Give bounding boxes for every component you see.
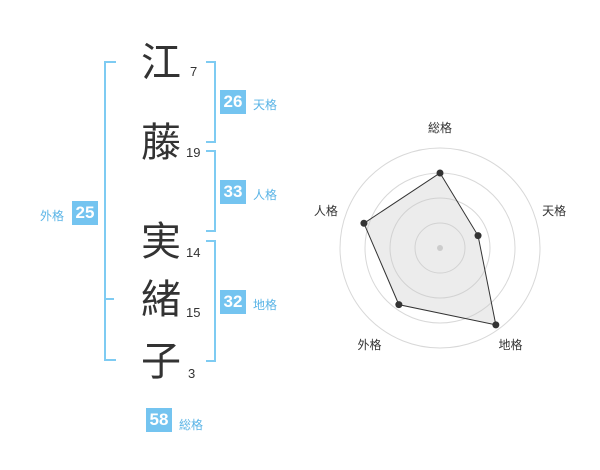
name-char-2: 藤 [141, 120, 181, 166]
chikaku-value: 32 [220, 290, 246, 314]
radar-point-0 [436, 169, 444, 177]
radar-axis-label-3: 外格 [357, 337, 381, 352]
jinkaku-label: 人格 [253, 188, 278, 202]
tenkaku-value: 26 [220, 90, 246, 114]
radar-point-2 [492, 321, 500, 329]
soukaku-label: 総格 [179, 418, 204, 432]
name-char-3: 実 [141, 219, 181, 265]
stroke-count-3: 14 [186, 245, 201, 260]
radar-axis-label-2: 地格 [499, 337, 523, 352]
radar-point-1 [474, 232, 482, 240]
tenkaku-label: 天格 [253, 98, 278, 112]
gaikaku-bracket [104, 61, 116, 361]
stroke-count-4: 15 [186, 305, 201, 320]
radar-axis-label-0: 総格 [428, 120, 452, 135]
chikaku-label: 地格 [253, 298, 278, 312]
name-char-4: 緒 [141, 277, 181, 323]
radar-axis-label-1: 天格 [542, 203, 566, 218]
radar-point-3 [395, 301, 403, 309]
surname-divider [104, 298, 114, 300]
gaikaku-label: 外格 [40, 209, 65, 223]
name-char-1: 江 [141, 40, 181, 86]
gaikaku-value: 25 [72, 201, 98, 225]
radar-center-dot [437, 245, 443, 251]
radar-point-4 [360, 219, 368, 227]
name-char-5: 子 [141, 339, 181, 385]
stroke-count-2: 19 [186, 145, 201, 160]
chikaku-bracket [206, 240, 216, 362]
radar-data-polygon [363, 172, 497, 326]
tenkaku-bracket [206, 61, 216, 143]
radar-axis-label-4: 人格 [314, 203, 338, 218]
stroke-count-5: 3 [188, 366, 196, 381]
soukaku-value: 58 [146, 408, 172, 432]
jinkaku-value: 33 [220, 180, 246, 204]
stroke-count-1: 7 [190, 64, 198, 79]
jinkaku-bracket [206, 150, 216, 232]
